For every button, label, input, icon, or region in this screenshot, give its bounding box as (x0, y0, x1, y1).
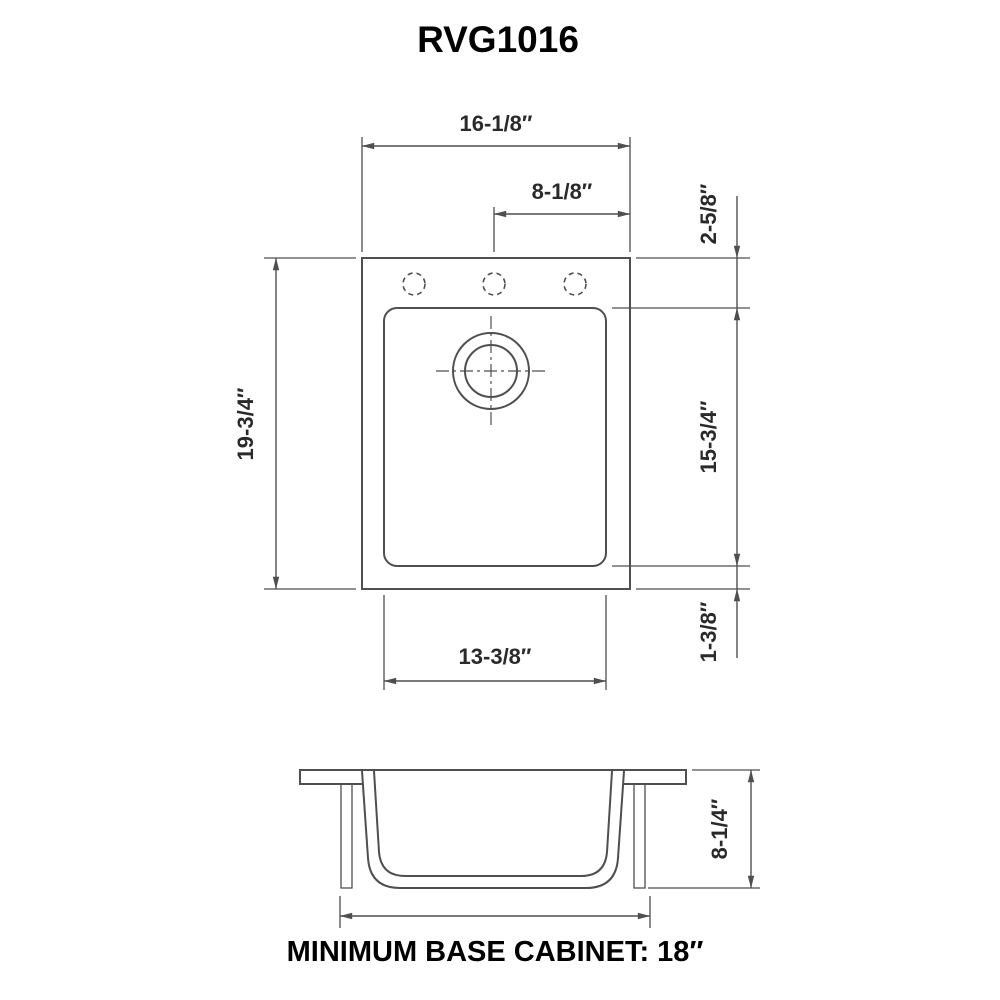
dim-top-rim-label: 2-5/8″ (696, 183, 721, 244)
dim-overall-depth-label: 19-3/4″ (233, 387, 258, 460)
dim-overall-width: 16-1/8″ (361, 111, 631, 252)
bowl-outer-wall (360, 769, 626, 889)
base-cabinet-caption: MINIMUM BASE CABINET: 18″ (287, 936, 704, 968)
sink-bowl-outline (383, 307, 607, 567)
faucet-hole-left (402, 272, 426, 296)
dim-overall-width-label: 16-1/8″ (460, 111, 533, 136)
mounting-clip-right (633, 783, 646, 889)
bowl-inner-wall (372, 769, 614, 877)
dim-bowl-width: 13-3/8″ (383, 595, 607, 690)
dim-bowl-height-label: 8-1/4″ (707, 798, 732, 859)
dim-bowl-depth-label: 15-3/4″ (696, 400, 721, 473)
sink-outer-outline (361, 257, 631, 590)
dim-bowl-width-label: 13-3/8″ (459, 644, 532, 669)
side-view (299, 769, 687, 889)
dims-right-stack: 2-5/8″ 15-3/4″ 1-3/8″ (612, 183, 750, 662)
mounting-clip-left (340, 783, 353, 889)
dim-faucet-to-edge-label: 8-1/8″ (532, 179, 593, 204)
dim-bottom-rim-label: 1-3/8″ (696, 601, 721, 662)
dim-faucet-to-edge: 8-1/8″ (493, 179, 631, 252)
dim-base-cabinet: MINIMUM BASE CABINET: 18″ (287, 896, 704, 968)
top-view (361, 257, 631, 590)
drain-assembly (436, 316, 546, 426)
dim-bowl-height: 8-1/4″ (648, 769, 760, 889)
faucet-hole-center (482, 272, 506, 296)
faucet-hole-right (563, 272, 587, 296)
page-title: RVG1016 (417, 19, 579, 60)
dim-overall-depth: 19-3/4″ (233, 257, 356, 590)
